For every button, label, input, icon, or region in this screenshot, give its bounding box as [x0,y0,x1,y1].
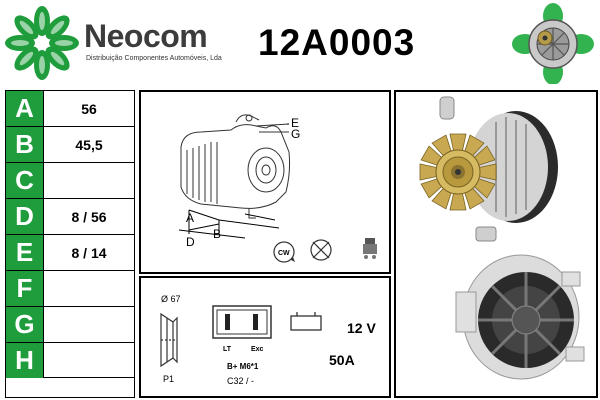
dim-label-e: E [291,116,299,130]
spec-value [44,307,134,342]
spec-value: 56 [81,100,97,117]
amperage: 50A [329,352,355,368]
part-number: 12A0003 [258,22,416,63]
pulley-icon [160,312,178,368]
spec-row: D 8 / 56 [6,199,134,235]
voltage: 12 V [347,320,376,336]
spec-row: A 56 [6,91,134,127]
spec-value: 8 / 14 [71,244,107,261]
spec-row: H [6,343,134,379]
rotation-label: CW [278,250,290,257]
spec-table: A 56 B 45,5 C D 8 / 56 E 8 / 14 F G H [5,90,135,378]
spec-letter: G [6,307,44,342]
spec-value: 45,5 [75,136,103,153]
battery-icon [290,312,322,331]
spec-letter: C [6,163,44,198]
spec-letter: A [6,91,44,126]
no-fan-icon [310,239,332,261]
alternator-photos [419,96,585,380]
dim-label-d: D [186,235,195,249]
terminal-bplus: B+ M6*1 [227,362,259,371]
terminal-exc: Exc [251,346,264,353]
header: Neocom Distribuição Componentes Automóve… [0,0,600,88]
connector-icon [212,305,272,339]
spec-letter: D [6,199,44,234]
spec-row: G [6,307,134,343]
terminal-lt: LT [223,346,232,353]
spec-table-footer [5,378,135,398]
spec-value [44,163,134,198]
spec-row: B 45,5 [6,127,134,163]
regulator-icon [363,238,377,259]
spec-row: E 8 / 14 [6,235,134,271]
dimension-diagram-panel: E G A B D CW [139,90,391,274]
spec-value: 8 / 56 [71,208,107,225]
dim-label-b: B [213,227,221,241]
brand-name: Neocom [84,18,208,54]
brand-subtitle: Distribuição Componentes Automóveis, Lda [86,55,222,62]
electrical-spec-panel: Ø 67 P1 LT Exc B+ M6*1 C32 / - 12 V 50A [139,276,391,398]
product-photo-panel [394,90,598,398]
spec-letter: E [6,235,44,270]
spec-row: C [6,163,134,199]
spec-letter: H [6,343,44,378]
spec-letter: F [6,271,44,306]
spec-row: F [6,271,134,307]
alternator-rear-photo [455,254,585,380]
spec-value [44,343,134,378]
cw-rotation-icon: CW [273,241,295,263]
spec-letter: B [6,127,44,162]
dim-label-a: A [186,211,194,225]
alternator-thumbnail-icon [512,3,594,84]
pulley-diameter: Ø 67 [161,294,181,304]
alternator-line-drawing: E G A B D CW [178,114,377,263]
pulley-type: P1 [163,374,175,384]
dim-label-g: G [291,127,300,141]
alternator-front-photo [419,96,558,242]
neocom-logo-icon [5,6,79,80]
connector-type: C32 / - [227,376,255,386]
spec-value [44,271,134,306]
